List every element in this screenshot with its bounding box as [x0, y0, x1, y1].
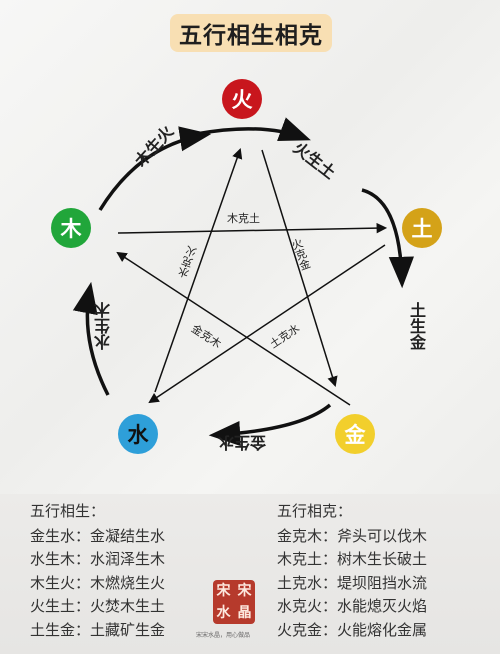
overcoming-list: 五行相克： 金克木：斧头可以伐木 木克土：树木生长破土 土克水：堤坝阻挡水流 水…	[277, 500, 427, 642]
seal-caption: 宋宋水晶，用心做品	[196, 632, 251, 639]
seal-char: 晶	[237, 605, 252, 621]
label-metal-generates-water: 金生水	[218, 433, 267, 452]
seal-char: 宋	[237, 583, 252, 599]
node-wood: 木	[51, 208, 91, 248]
overcoming-heading: 五行相克：	[277, 502, 353, 520]
generating-line: 金生水：金凝结生水	[30, 526, 166, 545]
label-wood-overcomes-earth: 木克土	[227, 212, 260, 225]
generating-line: 水生木：水润泽生木	[30, 550, 166, 568]
explanation-panel: 五行相生： 金生水：金凝结生水 水生木：水润泽生木 木生火：木燃烧生火 火生土：…	[0, 494, 500, 654]
arrow-fire-generates-earth	[195, 117, 311, 142]
label-water-generates-wood: 水生木	[94, 302, 113, 350]
arrow-earth-generates-metal	[361, 188, 414, 289]
overcoming-line: 土克水：堤坝阻挡水流	[277, 573, 428, 592]
arrow-fire-overcomes-metal	[261, 149, 338, 388]
page-title: 五行相生相克	[170, 14, 332, 52]
generating-list: 五行相生： 金生水：金凝结生水 水生木：水润泽生木 木生火：木燃烧生火 火生土：…	[30, 500, 165, 642]
generating-line: 土生金：土藏矿生金	[30, 620, 166, 639]
arrow-earth-overcomes-water	[148, 244, 386, 404]
node-metal: 金	[335, 414, 375, 454]
generating-heading: 五行相生：	[30, 502, 106, 520]
generating-line: 木生火：木燃烧生火	[30, 573, 166, 592]
node-fire: 火	[222, 79, 262, 119]
overcoming-line: 水克火：水能熄灭火焰	[277, 597, 428, 615]
node-earth: 土	[402, 208, 442, 248]
seal-char: 水	[216, 605, 231, 621]
arrow-water-overcomes-fire	[154, 148, 243, 393]
brand-seal-logo: 宋 宋 水 晶	[213, 580, 255, 624]
arrow-metal-generates-water	[208, 403, 332, 447]
label-earth-generates-metal: 土生金	[407, 302, 426, 350]
arrow-water-generates-wood	[72, 281, 110, 396]
node-water: 水	[118, 414, 158, 454]
arrow-wood-generates-fire	[98, 126, 212, 211]
overcoming-line: 木克土：树木生长破土	[277, 550, 428, 568]
overcoming-line: 火克金：火能熔化金属	[277, 620, 428, 639]
seal-char: 宋	[216, 583, 231, 599]
arrow-wood-overcomes-earth	[117, 222, 388, 234]
overcoming-line: 金克木：斧头可以伐木	[277, 526, 428, 545]
generating-line: 火生土：火焚木生土	[30, 597, 166, 615]
arrow-metal-overcomes-wood	[116, 251, 351, 406]
